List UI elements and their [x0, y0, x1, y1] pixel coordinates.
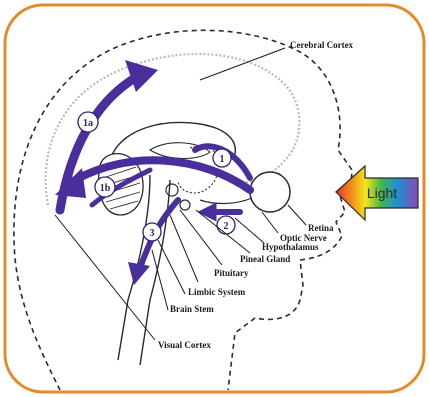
label-brain-stem: Brain Stem: [170, 304, 214, 314]
label-pineal-gland: Pineal Gland: [240, 254, 290, 264]
label-cerebral-cortex: Cerebral Cortex: [290, 40, 354, 50]
pathway-number-3-text: 3: [150, 228, 155, 239]
pathway-number-1b-text: 1b: [100, 183, 111, 194]
label-pituitary: Pituitary: [214, 268, 249, 278]
pathway-number-1a-text: 1a: [83, 118, 93, 129]
label-limbic-system: Limbic System: [188, 287, 246, 297]
label-retina: Retina: [308, 223, 334, 233]
pathway-number-1-text: 1: [220, 154, 225, 165]
eye: [250, 172, 290, 212]
pathway-number-1: 1: [213, 149, 231, 167]
label-visual-cortex: Visual Cortex: [158, 340, 211, 350]
pathway-number-2-text: 2: [224, 221, 229, 232]
light-arrow-label: Light: [367, 185, 397, 201]
pathway-number-1b: 1b: [95, 177, 115, 197]
pathway-number-1a: 1a: [78, 112, 98, 132]
label-hypothalamus: Hypothalamus: [262, 242, 319, 252]
pathway-number-3: 3: [143, 223, 161, 241]
pathway-number-2: 2: [217, 216, 235, 234]
